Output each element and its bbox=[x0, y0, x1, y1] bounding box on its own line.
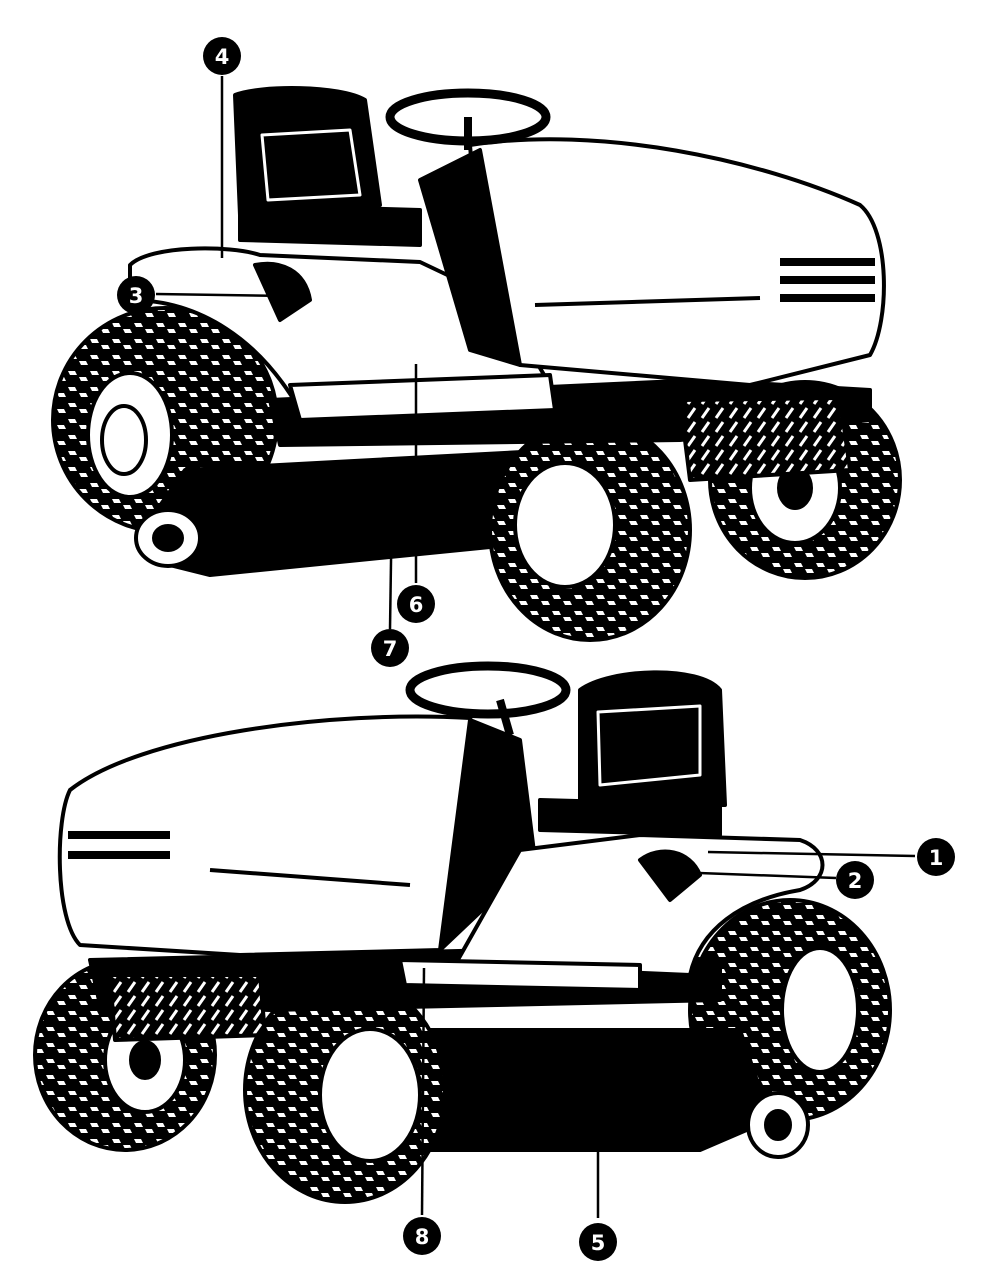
callout-6: 6 bbox=[397, 585, 435, 623]
callout-number: 7 bbox=[383, 637, 398, 661]
upper-front-bumper bbox=[678, 396, 852, 482]
callout-badge bbox=[371, 629, 409, 667]
callout-3: 3 bbox=[117, 276, 155, 314]
upper-tractor-view bbox=[51, 86, 902, 642]
leader-7 bbox=[388, 494, 394, 630]
callout-5: 5 bbox=[579, 1223, 617, 1261]
upper-seat-cushion bbox=[238, 203, 422, 247]
lower-tractor-view bbox=[33, 661, 892, 1204]
upper-front-left-wheel bbox=[488, 418, 692, 642]
leader-2 bbox=[671, 870, 837, 880]
callout-badge bbox=[836, 861, 874, 899]
callout-number: 6 bbox=[409, 593, 424, 617]
callouts: 1 2 3 4 5 67 8 bbox=[117, 37, 955, 1261]
callout-7: 7 bbox=[371, 629, 409, 667]
lower-hood bbox=[57, 714, 522, 957]
lower-front-bumper bbox=[108, 973, 267, 1042]
lower-mower-deck bbox=[398, 1028, 772, 1152]
lower-steering-wheel bbox=[405, 661, 571, 737]
callout-badge bbox=[203, 37, 241, 75]
lower-headlight-vents bbox=[68, 831, 170, 859]
lower-deck-wheel bbox=[746, 1091, 810, 1159]
callout-badge bbox=[917, 838, 955, 876]
callout-number: 4 bbox=[215, 45, 230, 69]
upper-headlight-vents bbox=[780, 258, 875, 302]
callout-badge bbox=[397, 585, 435, 623]
callout-leaders bbox=[155, 76, 916, 1218]
callout-number: 8 bbox=[415, 1225, 430, 1249]
upper-seat-back-panel bbox=[260, 128, 362, 202]
callout-number: 5 bbox=[591, 1231, 606, 1255]
upper-deck-wheel bbox=[134, 508, 202, 568]
callout-4: 4 bbox=[203, 37, 241, 75]
upper-steering-wheel bbox=[385, 88, 551, 150]
callout-1: 1 bbox=[917, 838, 955, 876]
leader-3 bbox=[155, 292, 289, 298]
lower-fender bbox=[453, 833, 825, 977]
upper-hood-stripe bbox=[534, 296, 761, 307]
callout-2: 2 bbox=[836, 861, 874, 899]
upper-lift-lever bbox=[253, 261, 312, 322]
callout-badge bbox=[403, 1217, 441, 1255]
lower-footboard bbox=[398, 958, 642, 992]
callout-number: 1 bbox=[929, 846, 944, 870]
upper-hood-side bbox=[418, 148, 522, 367]
lower-lift-lever bbox=[638, 849, 702, 902]
upper-footboard bbox=[288, 373, 557, 422]
lower-hood-stripe bbox=[209, 868, 411, 887]
leader-8 bbox=[420, 967, 426, 1216]
lower-seat-cushion bbox=[538, 798, 722, 837]
callout-badge bbox=[117, 276, 155, 314]
callout-number: 3 bbox=[129, 284, 144, 308]
upper-hood bbox=[468, 137, 886, 387]
callout-number: 2 bbox=[848, 869, 863, 893]
callout-8: 8 bbox=[403, 1217, 441, 1255]
lower-seat-back-panel bbox=[596, 704, 702, 787]
callout-badge bbox=[579, 1223, 617, 1261]
leader-1 bbox=[707, 850, 916, 858]
